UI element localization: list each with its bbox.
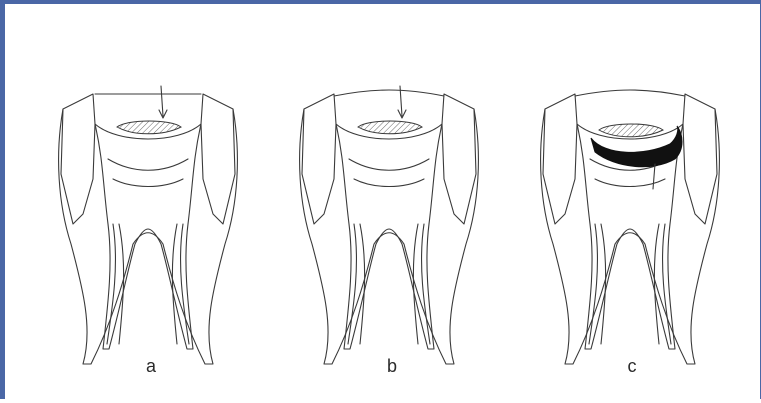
panel-a [59, 86, 238, 364]
panel-label-c: c [628, 356, 637, 376]
stain-trace [653, 164, 655, 189]
panel-c [541, 90, 720, 364]
liner-layer [599, 124, 663, 137]
panel-label-b: b [387, 356, 397, 376]
diagram-canvas: a b c [5, 4, 761, 403]
restoration-top-line [334, 90, 444, 96]
liner-layer [358, 121, 422, 134]
panel-label-a: a [146, 356, 157, 376]
arrow-shaft [161, 86, 163, 116]
liner-layer [117, 121, 181, 134]
restoration-top-line [575, 90, 685, 96]
panel-b [300, 86, 479, 364]
